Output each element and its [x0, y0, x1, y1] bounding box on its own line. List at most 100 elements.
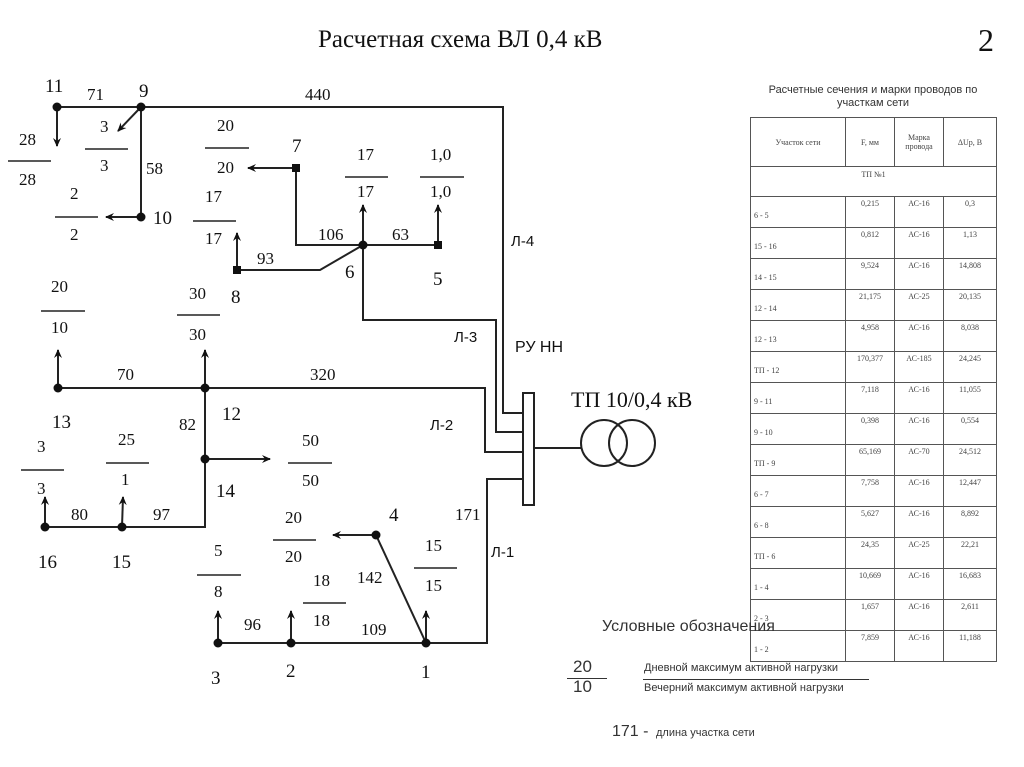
cell-area: 24,35	[845, 537, 895, 569]
svg-text:1,0: 1,0	[430, 182, 451, 201]
wire-8-6	[237, 244, 364, 271]
line-labels: Л-4 Л-3 Л-2 Л-1 РУ НН ТП 10/0,4 кВ	[430, 233, 692, 561]
cell-voltage-drop: 16,683	[943, 568, 997, 600]
length-8-6: 93	[257, 249, 274, 268]
cell-wire-brand: АС-16	[894, 227, 944, 259]
load-fraction-3: 5 8	[197, 541, 241, 601]
node-dots	[40, 102, 442, 648]
node-label-4: 4	[389, 505, 399, 526]
cell-area: 170,377	[845, 351, 895, 383]
length-1-tp: 171	[455, 505, 481, 524]
cell-section: 15 - 16	[750, 227, 846, 259]
svg-text:5: 5	[214, 541, 223, 560]
cell-section: ТП - 12	[750, 351, 846, 383]
load-arrow-9	[117, 106, 142, 132]
length-3-2: 96	[244, 615, 261, 634]
cell-wire-brand: АС-70	[894, 444, 944, 476]
cell-wire-brand: АС-16	[894, 475, 944, 507]
node-labels: 11 9 10 7 8 6 5 13 12 14 16 15 3 2 1 4	[38, 76, 443, 689]
length-12-tp: 320	[310, 365, 336, 384]
cell-wire-brand: АС-16	[894, 320, 944, 352]
svg-text:20: 20	[217, 116, 234, 135]
svg-text:17: 17	[357, 145, 375, 164]
legend-example-day: 20	[573, 657, 592, 676]
svg-text:8: 8	[214, 582, 223, 601]
load-fraction-14: 50 50	[288, 431, 332, 490]
node-dot-9[interactable]	[136, 102, 146, 112]
svg-text:30: 30	[189, 284, 206, 303]
node-dot-10[interactable]	[136, 212, 146, 222]
load-fraction-5: 1,0 1,0	[420, 145, 464, 201]
svg-text:17: 17	[357, 182, 375, 201]
cell-area: 65,169	[845, 444, 895, 476]
cell-section: 9 - 11	[750, 382, 846, 414]
node-label-11: 11	[45, 76, 63, 97]
legend-evening-text: Вечерний максимум активной нагрузки	[644, 682, 844, 694]
svg-text:15: 15	[425, 536, 442, 555]
cell-voltage-drop: 0,554	[943, 413, 997, 445]
node-dot-3[interactable]	[213, 638, 223, 648]
node-label-3: 3	[211, 668, 221, 689]
svg-text:28: 28	[19, 130, 36, 149]
node-dot-13[interactable]	[53, 383, 63, 393]
cell-wire-brand: АС-16	[894, 196, 944, 228]
node-dot-15[interactable]	[117, 522, 127, 532]
load-fraction-12: 30 30	[177, 284, 220, 344]
line-label-l1: Л-1	[491, 544, 514, 561]
length-7-6: 106	[318, 225, 344, 244]
svg-text:3: 3	[100, 117, 109, 136]
legend-title: Условные обозначения	[602, 618, 775, 635]
line-label-l3: Л-3	[454, 329, 477, 346]
cell-area: 0,812	[845, 227, 895, 259]
node-dot-1[interactable]	[421, 638, 431, 648]
node-dot-12[interactable]	[200, 383, 210, 393]
node-dot-6[interactable]	[358, 240, 368, 250]
node-label-10: 10	[153, 208, 172, 229]
node-label-5: 5	[433, 269, 443, 290]
load-fraction-10: 2 2	[55, 184, 98, 244]
node-dot-11[interactable]	[52, 102, 62, 112]
node-dot-4[interactable]	[371, 530, 381, 540]
node-dot-14[interactable]	[200, 454, 210, 464]
cell-voltage-drop: 1,13	[943, 227, 997, 259]
cell-voltage-drop: 2,611	[943, 599, 997, 631]
node-dot-7[interactable]	[292, 164, 300, 172]
cell-wire-brand: АС-16	[894, 568, 944, 600]
node-label-2: 2	[286, 661, 296, 682]
length-6-5: 63	[392, 225, 409, 244]
cell-area: 0,398	[845, 413, 895, 445]
cell-wire-brand: АС-185	[894, 351, 944, 383]
cell-voltage-drop: 14,808	[943, 258, 997, 290]
node-dot-2[interactable]	[286, 638, 296, 648]
cell-area: 9,524	[845, 258, 895, 290]
cell-wire-brand: АС-16	[894, 630, 944, 662]
node-label-15: 15	[112, 552, 131, 573]
header-wire-brand: Марка провода	[894, 117, 944, 167]
cell-wire-brand: АС-16	[894, 382, 944, 414]
header-section: Участок сети	[750, 117, 846, 167]
wire-6-tp	[362, 245, 523, 433]
load-fraction-13: 20 10	[41, 277, 85, 337]
load-fraction-2: 18 18	[303, 571, 346, 630]
node-dot-5[interactable]	[434, 241, 442, 249]
svg-text:1: 1	[121, 470, 130, 489]
legend-example-evening: 10	[573, 677, 592, 696]
table-subheader: ТП №1	[750, 166, 997, 197]
node-dot-16[interactable]	[40, 522, 50, 532]
node-label-13: 13	[52, 412, 71, 433]
cell-voltage-drop: 20,135	[943, 289, 997, 321]
wire-1-4	[375, 534, 427, 644]
load-fraction-7: 20 20	[205, 116, 249, 177]
cell-area: 7,118	[845, 382, 895, 414]
node-dot-8[interactable]	[233, 266, 241, 274]
legend-text-divider	[643, 679, 869, 680]
svg-text:17: 17	[205, 229, 223, 248]
cell-area: 5,627	[845, 506, 895, 538]
